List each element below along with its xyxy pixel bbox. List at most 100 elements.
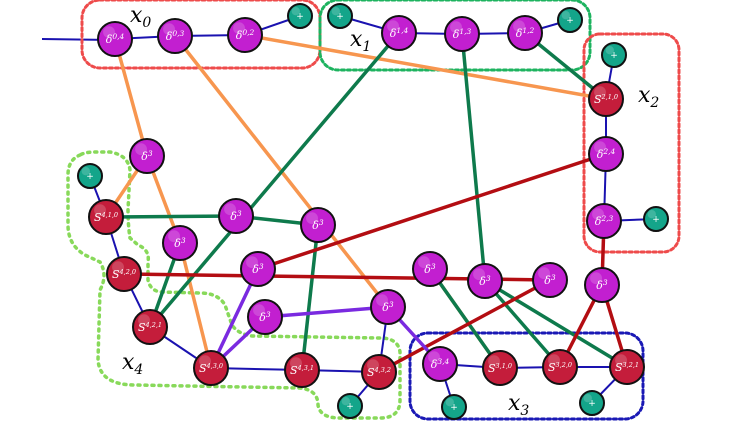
edges (89, 15, 657, 408)
node-circle (132, 309, 168, 345)
node-label: δ3 (259, 310, 271, 324)
node-highlight (513, 20, 525, 33)
node-d23: δ2,3 (586, 203, 622, 239)
node-p41: + (77, 163, 103, 189)
node-circle (227, 17, 263, 53)
node-label: + (86, 172, 94, 182)
node-highlight (367, 359, 379, 372)
node-d3e: δ3 (240, 251, 276, 287)
node-circle (444, 16, 480, 52)
group-outline-x4 (66, 150, 402, 420)
node-label: + (346, 402, 354, 412)
node-highlight (548, 354, 560, 367)
node-d14: δ1,4 (381, 15, 417, 51)
node-p31: + (441, 394, 467, 420)
node-circle (609, 349, 645, 385)
node-circle (361, 354, 397, 390)
node-highlight (135, 143, 147, 156)
node-label: δ1,3 (453, 27, 472, 41)
node-circle (507, 15, 543, 51)
edge-d13-d3g (460, 32, 487, 283)
edge-d14-s421 (148, 31, 401, 329)
node-circle (586, 203, 622, 239)
node-highlight (224, 203, 236, 216)
node-highlight (445, 398, 454, 407)
node-d3f: δ3 (412, 251, 448, 287)
node-circle (193, 350, 229, 386)
edge-d3f-s310 (428, 267, 502, 370)
group-outline-x1 (318, 0, 592, 72)
node-highlight (418, 256, 430, 269)
node-circle (467, 263, 503, 299)
node-circle (247, 299, 283, 335)
node-highlight (488, 355, 500, 368)
node-highlight (103, 26, 116, 39)
node-label: δ3 (141, 149, 153, 163)
node-d3g: δ3 (467, 263, 503, 299)
group-label-x0: x0 (130, 3, 151, 31)
node-d13: δ1,3 (444, 16, 480, 52)
node-circle (157, 18, 193, 54)
node-s310: S3,1,0 (482, 350, 518, 386)
group-label-x4: x4 (122, 350, 143, 378)
node-circle (88, 199, 124, 235)
node-label: δ3 (174, 236, 186, 250)
node-label: + (588, 399, 596, 409)
node-label: S4,1,0 (94, 211, 118, 224)
group-outline-x2 (582, 32, 681, 254)
node-p43: + (337, 393, 363, 419)
node-highlight (253, 304, 265, 317)
node-label: + (610, 51, 618, 61)
node-highlight (290, 357, 302, 370)
node-highlight (428, 351, 440, 364)
node-d24: δ2,4 (588, 136, 624, 172)
node-label: S3,2,1 (615, 361, 639, 374)
node-p32: + (579, 390, 605, 416)
node-circle (588, 136, 624, 172)
node-circle (441, 394, 467, 420)
node-highlight (376, 294, 388, 307)
node-highlight (615, 354, 627, 367)
node-highlight (450, 21, 462, 34)
node-highlight (590, 272, 602, 285)
node-d3i: δ3 (370, 289, 406, 325)
node-s431: S4,3,1 (284, 352, 320, 388)
node-highlight (647, 210, 656, 219)
node-label: + (336, 12, 344, 22)
node-highlight (291, 7, 300, 16)
node-circle (584, 267, 620, 303)
edge-s410-d3b (104, 214, 238, 219)
edge-d3e-d24 (256, 152, 608, 271)
node-d03: δ0,3 (157, 18, 193, 54)
node-s410: S4,1,0 (88, 199, 124, 235)
node-p22: + (643, 206, 669, 232)
node-s320: S3,2,0 (542, 349, 578, 385)
node-p01: + (287, 3, 313, 29)
node-highlight (605, 46, 614, 55)
node-label: δ3 (252, 262, 264, 276)
node-label: S4,3,1 (290, 364, 314, 377)
node-highlight (473, 268, 485, 281)
node-d34: δ3,4 (422, 346, 458, 382)
node-label: δ3 (312, 218, 324, 232)
node-d3j: δ3 (247, 299, 283, 335)
node-s420: S4,2,0 (106, 256, 142, 292)
node-highlight (583, 394, 592, 403)
node-circle (588, 81, 624, 117)
node-highlight (81, 167, 91, 176)
node-circle (482, 350, 518, 386)
node-label: δ0,3 (166, 29, 185, 43)
node-p12: + (557, 7, 583, 33)
node-d3a: δ3 (129, 138, 165, 174)
edge-d02-s210 (243, 33, 608, 101)
node-circle (287, 3, 313, 29)
node-circle (643, 206, 669, 232)
node-circle (327, 3, 353, 29)
node-label: S2,1,0 (594, 93, 618, 106)
group-label-x2: x2 (638, 83, 659, 111)
node-label: δ0,2 (236, 28, 255, 42)
node-label: δ1,2 (516, 26, 535, 40)
